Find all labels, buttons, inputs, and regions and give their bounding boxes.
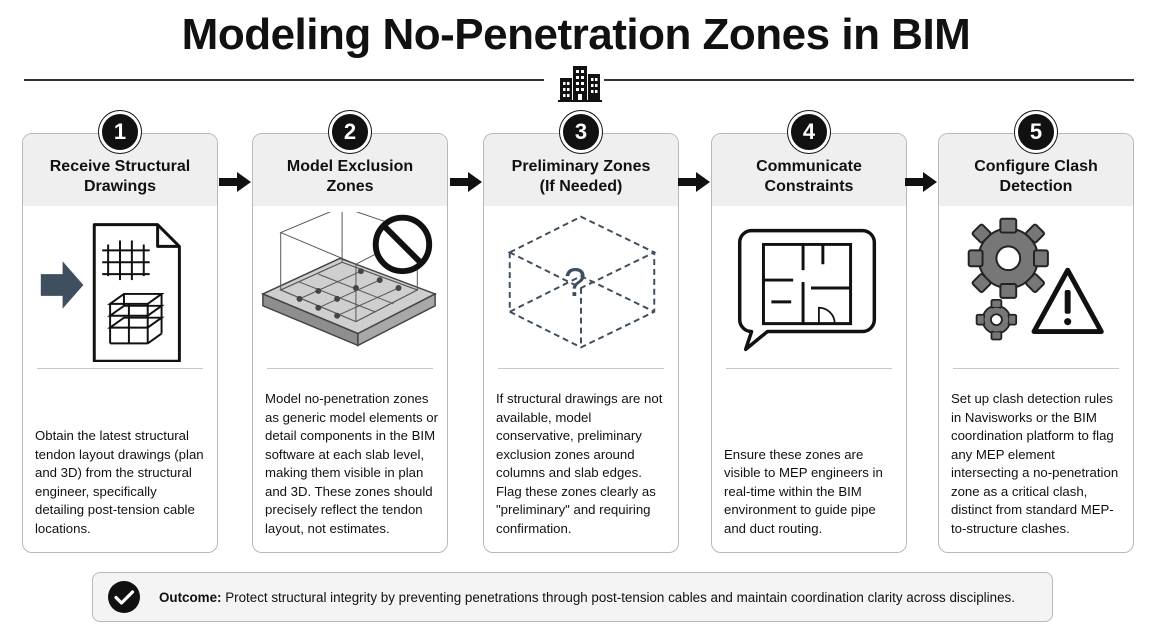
step-number-badge: 1 xyxy=(99,111,141,153)
arrow-right-icon xyxy=(905,172,937,192)
slab-no-entry-icon xyxy=(261,212,437,347)
outcome-text: Outcome: Protect structural integrity by… xyxy=(159,590,1015,605)
step-number-badge: 4 xyxy=(788,111,830,153)
arrow-right-icon xyxy=(678,172,710,192)
step-number-badge: 3 xyxy=(560,111,602,153)
step-title: Preliminary Zones(If Needed) xyxy=(484,134,678,206)
svg-text:?: ? xyxy=(564,261,586,305)
step-description: Ensure these zones are visible to MEP en… xyxy=(724,446,883,536)
outcome-label: Outcome: xyxy=(159,589,222,605)
title-rule-right xyxy=(604,79,1134,81)
step-divider xyxy=(267,368,433,369)
step-divider xyxy=(726,368,892,369)
step-divider xyxy=(953,368,1119,369)
page-title: Modeling No-Penetration Zones in BIM xyxy=(181,10,971,59)
step-description: If structural drawings are not available… xyxy=(496,391,663,536)
step-number-badge: 2 xyxy=(329,111,371,153)
step-card-3: Preliminary Zones(If Needed) ? If struct… xyxy=(483,133,679,553)
dashed-zone-question-icon: ? xyxy=(507,215,657,349)
gears-warning-icon xyxy=(967,217,1104,341)
arrow-right-icon xyxy=(219,172,251,192)
step-divider xyxy=(498,368,664,369)
step-description: Obtain the latest structural tendon layo… xyxy=(35,428,204,536)
arrow-right-icon xyxy=(450,172,482,192)
step-description: Model no-penetration zones as generic mo… xyxy=(265,391,438,536)
outcome-banner: Outcome: Protect structural integrity by… xyxy=(92,572,1053,622)
title-rule-left xyxy=(24,79,544,81)
outcome-body: Protect structural integrity by preventi… xyxy=(221,589,1015,605)
drawing-document-icon xyxy=(40,223,181,362)
speech-bubble-floorplan-icon xyxy=(737,228,877,352)
step-number-badge: 5 xyxy=(1015,111,1057,153)
check-circle-icon xyxy=(108,581,140,613)
step-divider xyxy=(37,368,203,369)
buildings-icon xyxy=(558,66,602,102)
step-description: Set up clash detection rules in Naviswor… xyxy=(951,391,1119,536)
